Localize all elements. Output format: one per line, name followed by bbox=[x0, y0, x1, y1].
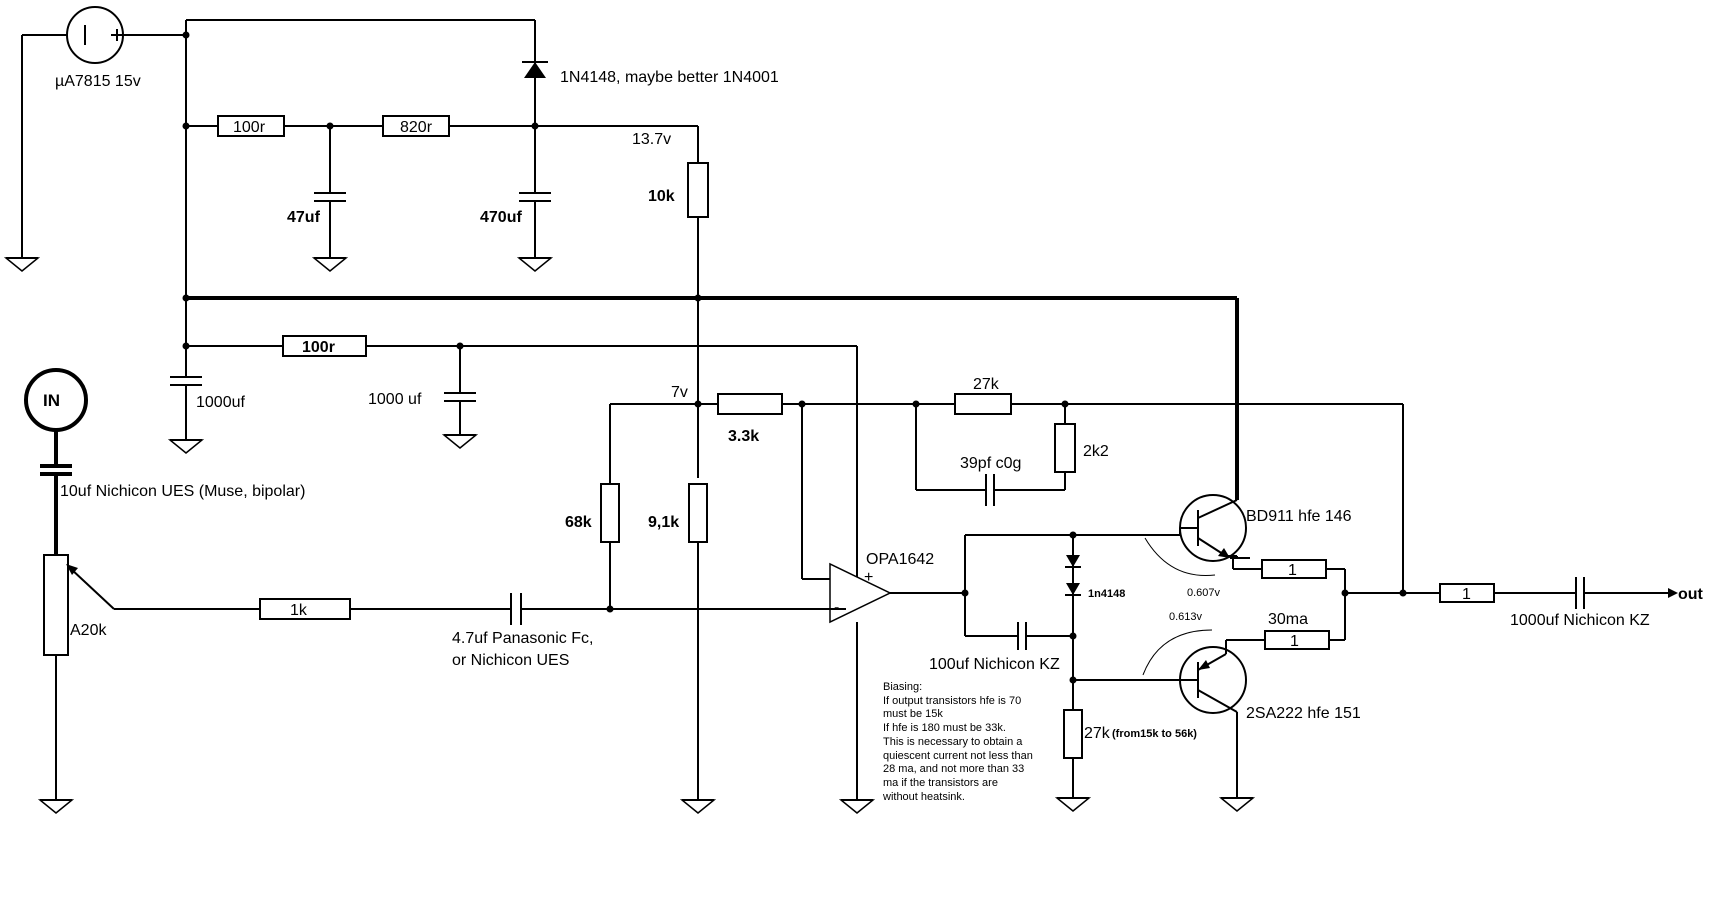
resistor-output-label: 1 bbox=[1462, 586, 1471, 603]
resistor-27k-feedback bbox=[954, 393, 1012, 415]
ground-symbol bbox=[169, 439, 203, 454]
quiescent-current-label: 30ma bbox=[1268, 611, 1308, 628]
transistor-pnp-2sa222 bbox=[1179, 646, 1247, 714]
capacitor-4u7-line1: 4.7uf Panasonic Fc, bbox=[452, 630, 593, 647]
capacitor-47uf bbox=[314, 192, 346, 202]
vbe-npn-label: 0.607v bbox=[1187, 587, 1221, 599]
pot-wiper-arrow bbox=[66, 564, 78, 575]
biasing-note-line: If hfe is 180 must be 33k. bbox=[883, 722, 1006, 734]
biasing-note-line: If output transistors hfe is 70 bbox=[883, 695, 1021, 707]
resistor-820r-label: 820r bbox=[400, 119, 433, 136]
potentiometer-a20k-label: A20k bbox=[70, 622, 107, 639]
resistor-27k-feedback-label: 27k bbox=[973, 376, 1000, 393]
supply-diode-label: 1N4148, maybe better 1N4001 bbox=[560, 69, 779, 86]
ground-symbol bbox=[840, 799, 874, 814]
ground-symbol bbox=[5, 257, 39, 272]
ground-symbol bbox=[313, 257, 347, 272]
capacitor-1000uf-output-label: 1000uf Nichicon KZ bbox=[1510, 612, 1650, 629]
vbe-npn-arc bbox=[1144, 537, 1216, 577]
capacitor-10uf-input bbox=[40, 464, 72, 476]
ground-symbol bbox=[681, 799, 715, 814]
ground-symbol bbox=[518, 257, 552, 272]
capacitor-1000uf-supply-label: 1000uf bbox=[196, 394, 245, 411]
ground-symbol bbox=[443, 434, 477, 449]
resistor-emitter-npn-label: 1 bbox=[1288, 562, 1297, 579]
bias-diodes-label: 1n4148 bbox=[1088, 588, 1125, 600]
transistor-npn-bd911 bbox=[1179, 494, 1247, 562]
capacitor-1000uf-opamp-label: 1000 uf bbox=[368, 391, 422, 408]
capacitor-1000uf-supply bbox=[170, 376, 202, 386]
regulator-section: µA7815 15v bbox=[5, 6, 186, 272]
ground-symbol bbox=[39, 799, 73, 814]
opamp-label: OPA1642 bbox=[866, 551, 934, 568]
output-arrow-icon bbox=[1668, 588, 1678, 598]
capacitor-39pf-label: 39pf c0g bbox=[960, 455, 1021, 472]
biasing-note-line: ma if the transistors are bbox=[883, 777, 998, 789]
capacitor-470uf-label: 470uf bbox=[480, 209, 522, 226]
capacitor-470uf bbox=[519, 192, 551, 202]
opamp-minus-sign: - bbox=[834, 599, 839, 616]
resistor-emitter-pnp-label: 1 bbox=[1290, 633, 1299, 650]
resistor-9k1 bbox=[688, 483, 708, 543]
opamp-opa1642 bbox=[829, 562, 892, 624]
biasing-note-line: without heatsink. bbox=[882, 791, 965, 803]
resistor-68k-label: 68k bbox=[565, 514, 592, 531]
capacitor-4u7-input bbox=[510, 593, 522, 625]
biasing-note-line: This is necessary to obtain a bbox=[883, 736, 1023, 748]
capacitor-39pf bbox=[985, 474, 995, 506]
resistor-10k-label: 10k bbox=[648, 188, 675, 205]
capacitor-4u7-line2: or Nichicon UES bbox=[452, 652, 569, 669]
output-label: out bbox=[1678, 586, 1704, 603]
node-13v7-label: 13.7v bbox=[632, 131, 671, 148]
capacitor-1000uf-output bbox=[1575, 577, 1585, 609]
capacitor-100uf-bias-label: 100uf Nichicon KZ bbox=[929, 656, 1060, 673]
vbe-pnp-arc bbox=[1142, 629, 1213, 676]
transistor-pnp-label: 2SA222 hfe 151 bbox=[1246, 705, 1361, 722]
resistor-100r-filter-label: 100r bbox=[233, 119, 266, 136]
biasing-note-line: 28 ma, and not more than 33 bbox=[883, 763, 1024, 775]
bias-diode-1 bbox=[1065, 555, 1081, 568]
resistor-2k2 bbox=[1054, 423, 1076, 473]
resistor-10k bbox=[687, 162, 709, 218]
bias-diode-2 bbox=[1065, 583, 1081, 596]
capacitor-100uf-bias bbox=[1017, 622, 1027, 650]
capacitor-10uf-input-label: 10uf Nichicon UES (Muse, bipolar) bbox=[60, 483, 305, 500]
junction-dots bbox=[182, 31, 1407, 684]
capacitor-1000uf-opamp bbox=[444, 392, 476, 402]
biasing-note: Biasing: If output transistors hfe is 70… bbox=[882, 681, 1033, 803]
resistor-3k3 bbox=[717, 393, 783, 415]
resistor-100r-opamp-label: 100r bbox=[302, 339, 335, 356]
resistor-27k-bias-range: (from15k to 56k) bbox=[1112, 728, 1197, 740]
biasing-note-line: quiescent current not less than bbox=[883, 750, 1033, 762]
regulator-label: µA7815 15v bbox=[55, 73, 141, 90]
resistor-1k-label: 1k bbox=[290, 602, 308, 619]
node-7v-label: 7v bbox=[671, 384, 688, 401]
potentiometer-a20k bbox=[43, 554, 69, 656]
resistor-3k3-label: 3.3k bbox=[728, 428, 759, 445]
input-label: IN bbox=[43, 391, 60, 410]
biasing-note-line: Biasing: bbox=[883, 681, 922, 693]
capacitor-47uf-label: 47uf bbox=[287, 209, 321, 226]
vbe-pnp-label: 0.613v bbox=[1169, 611, 1203, 623]
resistor-68k bbox=[600, 483, 620, 543]
transistor-npn-label: BD911 hfe 146 bbox=[1246, 508, 1352, 525]
resistor-9k1-label: 9,1k bbox=[648, 514, 679, 531]
ground-symbol bbox=[1056, 797, 1090, 812]
resistor-27k-bias-label: 27k bbox=[1084, 725, 1111, 742]
ground-symbol bbox=[1220, 797, 1254, 812]
resistor-27k-bias bbox=[1063, 709, 1083, 759]
opamp-plus-sign: + bbox=[864, 569, 873, 586]
resistor-2k2-label: 2k2 bbox=[1083, 443, 1109, 460]
biasing-note-line: must be 15k bbox=[883, 708, 943, 720]
supply-diode bbox=[522, 61, 548, 78]
